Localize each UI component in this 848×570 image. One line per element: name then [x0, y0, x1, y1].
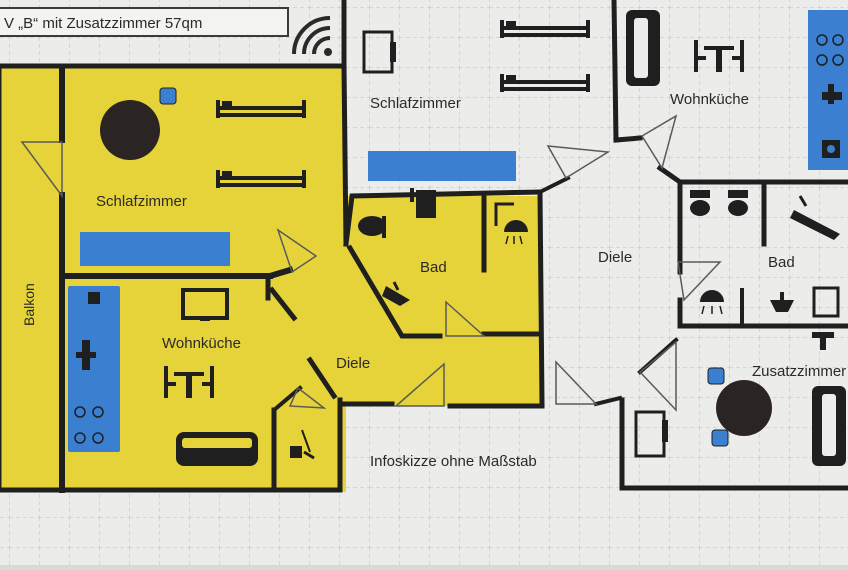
round-table-icon — [100, 100, 160, 160]
desk-icon — [362, 30, 396, 74]
label-balcony: Balkon — [21, 283, 37, 326]
label-bedroom-right: Schlafzimmer — [370, 95, 461, 112]
kitchen-counter-left — [68, 286, 120, 452]
stove-icon — [816, 34, 844, 66]
wardrobe-right — [368, 151, 516, 181]
broom-icon — [290, 429, 315, 460]
toilet-icon — [358, 190, 436, 238]
door-swings — [20, 114, 722, 412]
label-hall-left: Diele — [336, 355, 370, 372]
sink-icon — [770, 292, 794, 312]
stool-icon — [159, 87, 177, 105]
label-hall-right: Diele — [598, 249, 632, 266]
label-extra-room: Zusatzzimmer — [752, 363, 846, 380]
sink-icon — [812, 332, 834, 350]
label-bath-right: Bad — [768, 254, 795, 271]
sofa-icon — [176, 432, 258, 466]
header-title: V „B“ mit Zusatzzimmer 57qm — [4, 15, 202, 32]
washing-machine-icon — [812, 286, 840, 318]
wifi-icon — [292, 16, 332, 56]
wardrobe-left — [80, 232, 230, 266]
label-kitchen-left: Wohnküche — [162, 335, 241, 352]
stove-icon — [74, 406, 104, 444]
shower-icon — [494, 202, 528, 245]
toilet-icon — [690, 190, 748, 216]
sofa-icon — [626, 10, 660, 86]
washing-machine-icon — [88, 292, 100, 304]
shower-icon — [700, 290, 724, 315]
scale-note: Infoskizze ohne Maßstab — [370, 453, 537, 470]
label-bedroom-left: Schlafzimmer — [96, 193, 187, 210]
label-bath-left: Bad — [420, 259, 447, 276]
stool-icon — [711, 429, 729, 447]
sink-icon — [382, 281, 410, 306]
sofa-icon — [812, 386, 846, 466]
washing-machine-icon — [822, 140, 840, 158]
bathtub-icon — [790, 195, 840, 240]
round-table-icon — [716, 380, 772, 436]
stool-icon — [707, 367, 725, 385]
sink-icon — [76, 340, 96, 370]
sink-icon — [822, 84, 842, 104]
label-kitchen-right: Wohnküche — [670, 91, 749, 108]
tv-icon — [181, 288, 229, 321]
header-box: V „B“ mit Zusatzzimmer 57qm — [0, 7, 289, 37]
desk-icon — [634, 410, 668, 458]
walls — [0, 0, 848, 493]
